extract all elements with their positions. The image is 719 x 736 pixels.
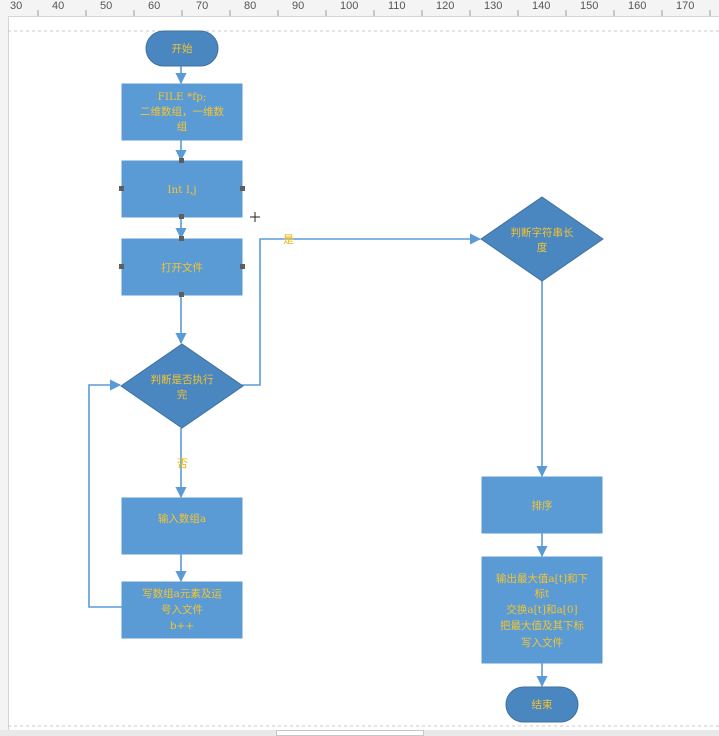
declaration-line-1: FILE *fp;: [158, 91, 207, 103]
decision-length-node[interactable]: 判断字符串长 度: [480, 196, 604, 282]
ruler-tick-label: 40: [52, 0, 64, 12]
end-label: 结束: [532, 698, 553, 711]
int-declaration-node[interactable]: Int I,j: [121, 160, 243, 218]
input-array-node[interactable]: 输入数组a: [121, 497, 243, 555]
decision-finished-line-2: 完: [177, 388, 188, 401]
write-file-line-1: 写数组a元素及运: [142, 587, 222, 600]
input-array-label: 输入数组a: [158, 512, 206, 525]
ruler-tick-label: 160: [628, 0, 646, 12]
ruler-tick-labels: 30 40 50 60 70 80 90 100 110 120 130 140…: [10, 0, 694, 12]
selection-handles[interactable]: [119, 158, 245, 219]
output-max-line-2: 标t: [535, 588, 550, 600]
decision-finished-node[interactable]: 判断是否执行 完: [120, 343, 244, 429]
connection-points[interactable]: [119, 236, 245, 297]
output-max-line-5: 写入文件: [521, 636, 563, 649]
no-label: 否: [177, 457, 188, 470]
declaration-line-3: 组: [177, 120, 188, 133]
ruler-tick-label: 90: [292, 0, 304, 12]
declaration-node[interactable]: FILE *fp; 二维数组，一维数 组: [121, 83, 243, 141]
end-node[interactable]: 结束: [505, 686, 579, 723]
ruler-tick-label: 130: [484, 0, 502, 12]
ruler-tick-label: 110: [388, 0, 406, 12]
ruler-tick-label: 80: [244, 0, 256, 12]
decision-length-line-2: 度: [537, 241, 548, 254]
output-max-node[interactable]: 输出最大值a[t]和下 标t 交换a[t]和a[0] 把最大值及其下标 写入文件: [481, 556, 603, 664]
ruler-tick-label: 60: [148, 0, 160, 12]
ruler-tick-label: 70: [196, 0, 208, 12]
connector-loop-back: [88, 379, 122, 608]
decision-length-line-1: 判断字符串长: [511, 226, 574, 239]
ruler-tick-label: 120: [436, 0, 454, 12]
ruler-tick-label: 150: [580, 0, 598, 12]
connector-yes-branch: [242, 233, 482, 386]
ruler-tick-label: 50: [100, 0, 112, 12]
declaration-line-2: 二维数组，一维数: [140, 105, 224, 118]
ruler-tick-label: 140: [532, 0, 550, 12]
horizontal-ruler: [0, 0, 719, 17]
write-file-line-3: b++: [170, 620, 194, 632]
scrollbar-thumb[interactable]: [276, 730, 424, 736]
write-file-node[interactable]: 写数组a元素及运 号入文件 b++: [121, 581, 243, 639]
vertical-ruler: [0, 16, 9, 736]
ruler-tick-label: 100: [340, 0, 358, 12]
output-max-line-4: 把最大值及其下标: [500, 619, 584, 632]
decision-finished-line-1: 判断是否执行: [151, 373, 214, 386]
sort-label: 排序: [532, 499, 553, 512]
output-max-line-3: 交换a[t]和a[0]: [506, 603, 577, 616]
ruler-tick-label: 30: [10, 0, 22, 12]
start-node[interactable]: 开始: [145, 30, 219, 67]
open-file-node[interactable]: 打开文件: [121, 238, 243, 296]
sort-node[interactable]: 排序: [481, 476, 603, 534]
output-max-line-1: 输出最大值a[t]和下: [496, 572, 588, 585]
write-file-line-2: 号入文件: [161, 603, 203, 616]
move-cursor-icon: [250, 212, 260, 222]
ruler-tick-label: 170: [676, 0, 694, 12]
open-file-label: 打开文件: [161, 261, 203, 274]
ruler-tick-marks: [37, 10, 711, 16]
int-declaration-label: Int I,j: [167, 184, 196, 196]
start-label: 开始: [172, 42, 193, 55]
yes-label: 是: [283, 233, 294, 246]
